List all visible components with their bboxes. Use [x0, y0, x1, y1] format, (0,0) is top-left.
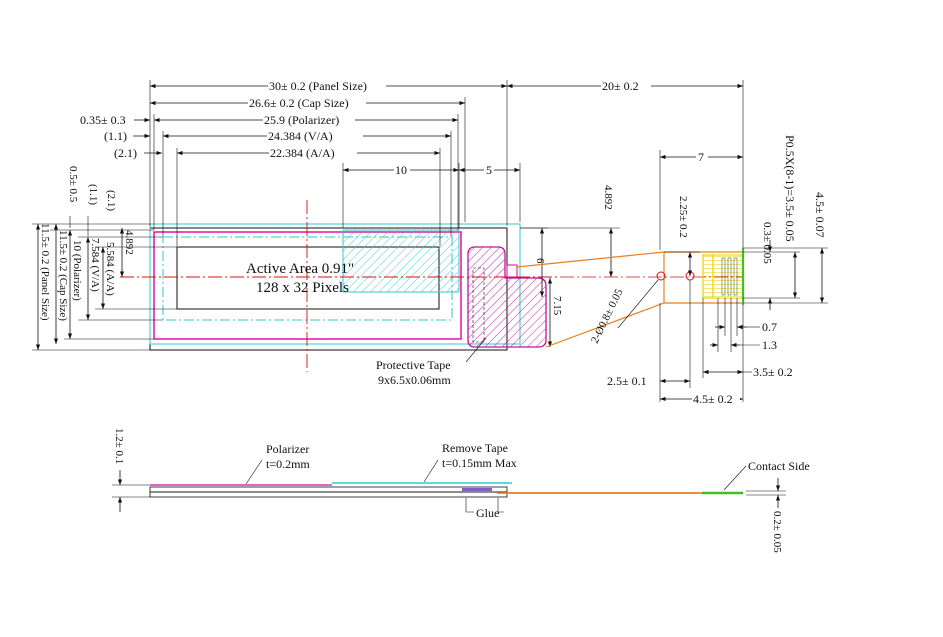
dim-ten: 10 — [343, 163, 459, 177]
svg-text:11.5± 0.2 (Panel Size): 11.5± 0.2 (Panel Size) — [39, 223, 51, 321]
dim-fpc-length: 20± 0.2 — [507, 79, 743, 93]
contact-side-callout: Contact Side — [723, 459, 810, 491]
dim-panel-width: 30± 0.2 (Panel Size) — [150, 79, 507, 93]
dim-va-width: 24.384 (V/A) (1.1) — [104, 129, 451, 143]
svg-text:22.384 (A/A): 22.384 (A/A) — [270, 146, 335, 160]
dim-4892-left: 4.892 — [119, 228, 135, 277]
dim-panel-height: 11.5± 0.2 (Panel Size) — [35, 223, 51, 350]
svg-text:0.7: 0.7 — [762, 320, 777, 334]
remove-tape-callout: Remove Tape t=0.15mm Max — [423, 441, 517, 483]
dim-five: 5 — [459, 163, 520, 177]
svg-text:0.2± 0.05: 0.2± 0.05 — [771, 511, 783, 553]
svg-text:4.892: 4.892 — [123, 230, 135, 255]
svg-text:2-Ø0.8± 0.05: 2-Ø0.8± 0.05 — [589, 287, 626, 346]
svg-text:7.15: 7.15 — [551, 296, 563, 316]
svg-text:Remove Tape: Remove Tape — [442, 441, 508, 455]
svg-text:4.5± 0.2: 4.5± 0.2 — [693, 392, 733, 406]
dim-aa-height: 5.584 (A/A) — [100, 242, 116, 309]
extension-lines-top — [149, 80, 744, 248]
dim-hole-offset: 2.25± 0.2 — [664, 196, 700, 276]
svg-text:0.3± 0.05: 0.3± 0.05 — [761, 222, 773, 264]
svg-text:t=0.2mm: t=0.2mm — [266, 457, 310, 471]
dim-pad-offset: 0.3± 0.05 — [761, 222, 773, 310]
dim-fpc-width: 4.5± 0.07 — [743, 192, 828, 304]
svg-text:20± 0.2: 20± 0.2 — [602, 79, 639, 93]
svg-text:2.5± 0.1: 2.5± 0.1 — [607, 374, 647, 388]
dim-aa-width: 22.384 (A/A) (2.1) — [114, 146, 440, 160]
glue-callout: Glue — [465, 498, 504, 520]
svg-text:1.3: 1.3 — [762, 338, 777, 352]
svg-text:(1.1): (1.1) — [104, 129, 127, 143]
dim-polarizer-height: 10 (Polarizer) — [67, 230, 83, 339]
svg-text:5.584 (A/A): 5.584 (A/A) — [104, 242, 116, 296]
svg-text:Protective Tape: Protective Tape — [376, 358, 451, 372]
svg-text:11.5± 0.2 (Cap Size): 11.5± 0.2 (Cap Size) — [57, 230, 69, 321]
centerlines — [120, 200, 560, 372]
svg-text:P0.5X(8-1)=3.5± 0.05: P0.5X(8-1)=3.5± 0.05 — [783, 135, 797, 242]
dim-1-3: 1.3 — [710, 338, 777, 352]
polarizer-outline — [153, 231, 462, 340]
svg-text:5: 5 — [486, 163, 492, 177]
dim-seven: 7 — [659, 150, 743, 250]
svg-text:24.384 (V/A): 24.384 (V/A) — [268, 129, 333, 143]
svg-text:6: 6 — [534, 258, 546, 264]
dim-hole-diameter: 2-Ø0.8± 0.05 — [589, 279, 659, 346]
svg-text:1.2± 0.1: 1.2± 0.1 — [113, 428, 125, 464]
dim-4-5: 4.5± 0.2 — [660, 392, 743, 406]
svg-text:4.5± 0.07: 4.5± 0.07 — [813, 192, 827, 238]
svg-text:10: 10 — [395, 163, 407, 177]
side-view — [149, 482, 743, 498]
svg-text:t=0.15mm Max: t=0.15mm Max — [442, 456, 517, 470]
svg-text:0.35± 0.3: 0.35± 0.3 — [80, 113, 126, 127]
dim-seven-15: 7.15 — [547, 278, 563, 347]
svg-text:7: 7 — [698, 150, 704, 164]
remove-tape-area — [342, 229, 460, 293]
svg-text:30± 0.2 (Panel Size): 30± 0.2 (Panel Size) — [269, 79, 367, 93]
svg-text:4.892: 4.892 — [602, 185, 614, 210]
dim-0-7: 0.7 — [715, 320, 777, 334]
svg-text:(2.1): (2.1) — [114, 146, 137, 160]
dim-polarizer-width: 25.9 (Polarizer) 0.35± 0.3 — [80, 113, 458, 127]
dim-thickness: 1.2± 0.1 — [112, 428, 150, 512]
fpc-contact-pads — [702, 248, 745, 305]
protective-tape-callout: Protective Tape 9x6.5x0.06mm — [376, 337, 487, 387]
dim-cap-width: 26.6± 0.2 (Cap Size) — [150, 96, 465, 110]
dim-cap-height: 11.5± 0.2 (Cap Size) — [53, 224, 69, 344]
svg-text:Contact Side: Contact Side — [748, 459, 810, 473]
svg-text:10 (Polarizer): 10 (Polarizer) — [71, 240, 83, 301]
svg-text:0.5± 0.5: 0.5± 0.5 — [67, 166, 79, 203]
dim-pitch: P0.5X(8-1)=3.5± 0.05 — [743, 135, 800, 299]
svg-text:Polarizer: Polarizer — [266, 442, 309, 456]
active-area-label: Active Area 0.91" — [246, 261, 354, 277]
svg-text:25.9 (Polarizer): 25.9 (Polarizer) — [264, 113, 339, 127]
extension-lines-left — [32, 223, 177, 351]
dim-fpc-thickness: 0.2± 0.05 — [746, 478, 786, 553]
dim-v-offsets: 0.5± 0.5 (1.1) (2.1) — [67, 166, 117, 236]
svg-text:Glue: Glue — [476, 506, 499, 520]
svg-text:(2.1): (2.1) — [105, 190, 117, 211]
dim-2-5: 2.5± 0.1 — [607, 374, 690, 388]
dim-4892-right: 4.892 — [520, 185, 620, 277]
svg-text:9x6.5x0.06mm: 9x6.5x0.06mm — [378, 373, 451, 387]
fpc-outline — [516, 251, 743, 348]
svg-text:(1.1): (1.1) — [87, 184, 99, 205]
fpc-root — [506, 264, 518, 278]
svg-text:3.5± 0.2: 3.5± 0.2 — [753, 365, 793, 379]
svg-text:26.6± 0.2 (Cap Size): 26.6± 0.2 (Cap Size) — [249, 96, 349, 110]
polarizer-callout: Polarizer t=0.2mm — [245, 442, 310, 485]
svg-text:7.584 (V/A): 7.584 (V/A) — [89, 238, 101, 292]
svg-text:2.25± 0.2: 2.25± 0.2 — [677, 196, 689, 238]
fpc-extension-lines — [659, 280, 744, 402]
dim-3-5: 3.5± 0.2 — [703, 365, 793, 379]
dim-va-height: 7.584 (V/A) — [85, 237, 101, 320]
pixels-label: 128 x 32 Pixels — [256, 280, 349, 296]
